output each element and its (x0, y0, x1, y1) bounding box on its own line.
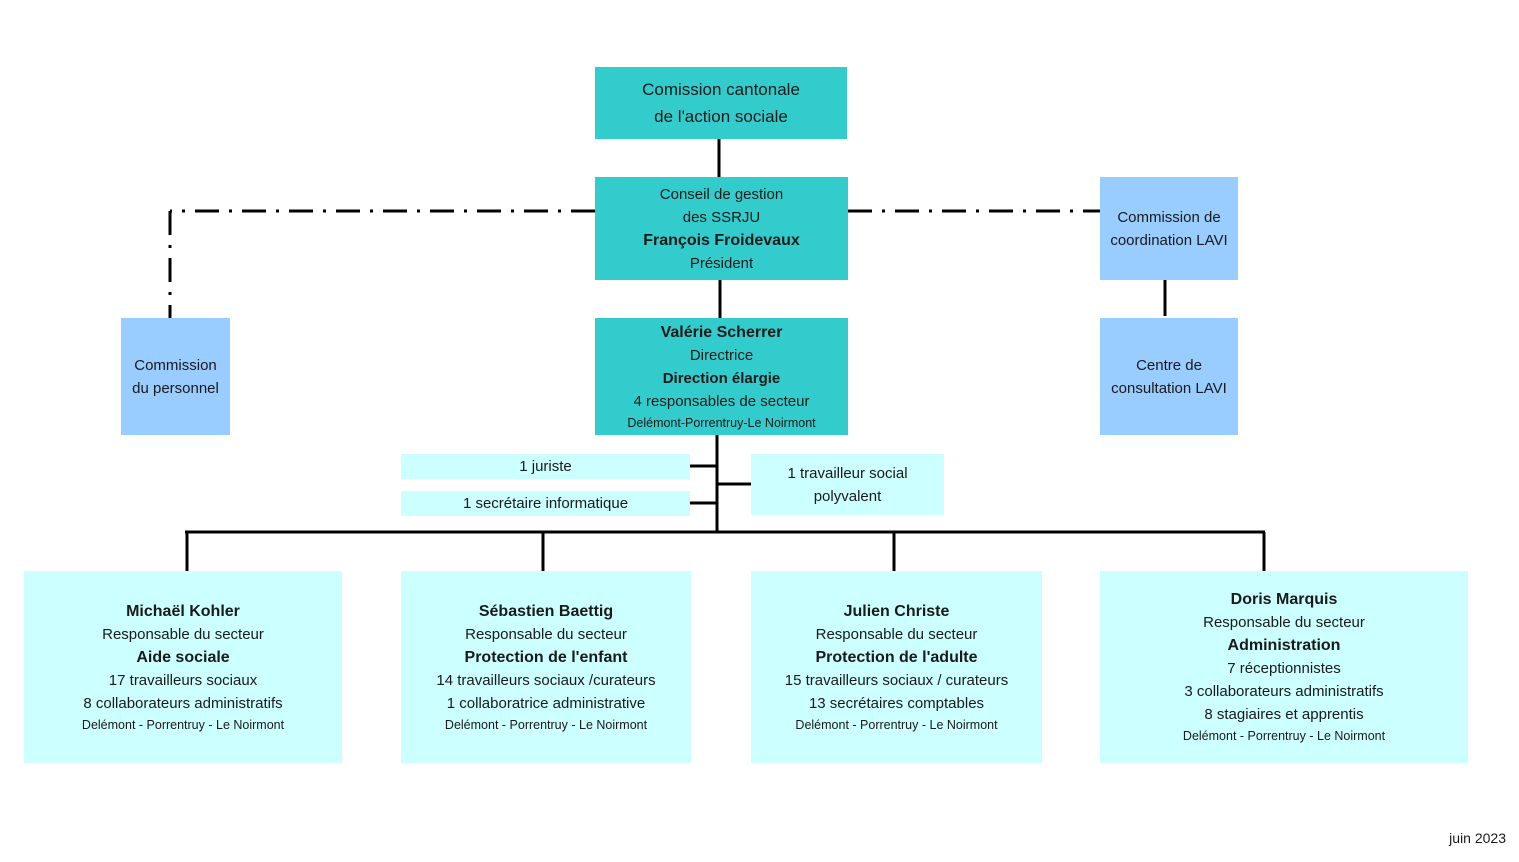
travailleur-social-box: 1 travailleur social polyvalent (751, 454, 944, 515)
sector-title: Administration (1227, 637, 1341, 654)
sector-staff-line: 13 secrétaires comptables (808, 694, 985, 712)
commission-personnel-box: Commission du personnel (121, 318, 230, 435)
centre-lavi-box: Centre de consultation LAVI (1100, 318, 1238, 435)
direction-name: Valérie Scherrer (660, 323, 783, 341)
sector-box-protection-enfant: Sébastien Baettig Responsable du secteur… (401, 571, 691, 763)
centre-lavi-line1: Centre de (1136, 356, 1202, 374)
direction-box: Valérie Scherrer Directrice Direction él… (595, 318, 848, 435)
commission-lavi-line1: Commission de (1117, 208, 1221, 226)
sector-head-role: Responsable du secteur (102, 625, 264, 643)
commission-cantonale-box: Comission cantonale de l'action sociale (595, 67, 847, 139)
commission-cantonale-line2: de l'action sociale (654, 107, 788, 126)
sector-staff-line: 15 travailleurs sociaux / curateurs (784, 671, 1009, 689)
commission-lavi-box: Commission de coordination LAVI (1100, 177, 1238, 280)
sector-head-name: Sébastien Baettig (478, 602, 614, 620)
sector-staff-line: 8 stagiaires et apprentis (1204, 706, 1364, 723)
sector-head-role: Responsable du secteur (1203, 614, 1365, 631)
sector-places: Delémont - Porrentruy - Le Noirmont (795, 717, 998, 732)
direction-detail: 4 responsables de secteur (633, 392, 810, 410)
conseil-gestion-box: Conseil de gestion des SSRJU François Fr… (595, 177, 848, 280)
direction-group: Direction élargie (662, 369, 781, 387)
sector-places: Delémont - Porrentruy - Le Noirmont (444, 717, 648, 732)
sector-title: Protection de l'adulte (815, 648, 978, 666)
conseil-line2: des SSRJU (682, 208, 761, 226)
sector-head-role: Responsable du secteur (815, 625, 978, 643)
conseil-line1: Conseil de gestion (659, 185, 784, 203)
conseil-president-role: Président (689, 254, 754, 272)
sector-places: Delémont - Porrentruy - Le Noirmont (1182, 729, 1386, 743)
secretaire-informatique-box: 1 secrétaire informatique (401, 491, 690, 516)
sector-head-name: Julien Christe (843, 602, 950, 620)
sector-head-name: Michaël Kohler (126, 602, 240, 620)
sector-staff-line: 17 travailleurs sociaux (108, 671, 258, 689)
direction-places: Delémont-Porrentruy-Le Noirmont (627, 415, 816, 430)
commission-cantonale-line1: Comission cantonale (642, 80, 800, 99)
travailleur-social-line2: polyvalent (813, 487, 882, 505)
travailleur-social-line1: 1 travailleur social (787, 464, 908, 482)
sector-places: Delémont - Porrentruy - Le Noirmont (81, 717, 285, 732)
commission-lavi-line2: coordination LAVI (1110, 231, 1228, 249)
direction-role: Directrice (689, 346, 754, 364)
sector-staff-line: 8 collaborateurs administratifs (83, 694, 283, 712)
sector-title: Aide sociale (136, 648, 230, 666)
commission-personnel-line2: du personnel (132, 379, 219, 397)
juriste-label: 1 juriste (519, 458, 572, 475)
sector-staff-line: 14 travailleurs sociaux /curateurs (436, 671, 656, 689)
sector-head-role: Responsable du secteur (465, 625, 627, 643)
sector-staff-line: 3 collaborateurs administratifs (1184, 683, 1384, 700)
commission-personnel-line1: Commission (134, 356, 217, 374)
conseil-president-name: François Froidevaux (643, 231, 800, 249)
sector-box-protection-adulte: Julien Christe Responsable du secteur Pr… (751, 571, 1042, 763)
sector-staff-line: 7 réceptionnistes (1227, 660, 1341, 677)
juriste-box: 1 juriste (401, 454, 690, 479)
footer-date: juin 2023 (1449, 830, 1506, 846)
sector-box-administration: Doris Marquis Responsable du secteur Adm… (1100, 571, 1468, 763)
centre-lavi-line2: consultation LAVI (1111, 379, 1227, 397)
sector-title: Protection de l'enfant (464, 648, 628, 666)
sector-head-name: Doris Marquis (1230, 591, 1338, 608)
sector-staff-line: 1 collaboratrice administrative (446, 694, 646, 712)
sector-box-aide-sociale: Michaël Kohler Responsable du secteur Ai… (24, 571, 342, 763)
secretaire-informatique-label: 1 secrétaire informatique (462, 495, 629, 512)
